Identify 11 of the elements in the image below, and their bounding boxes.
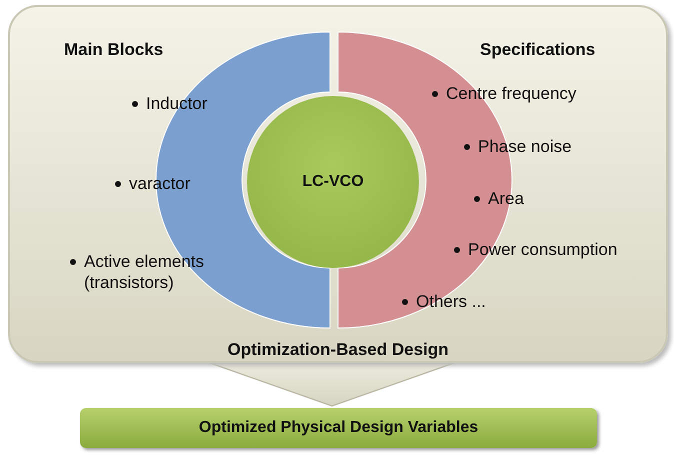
block-arrow <box>209 362 455 407</box>
column-heading: Specifications <box>480 39 596 60</box>
bullet-item: Inductor <box>132 93 208 114</box>
bullet-item: Others ... <box>402 291 486 312</box>
result-bar <box>80 408 597 448</box>
center-label: LC-VCO <box>302 173 364 191</box>
column-heading: Main Blocks <box>64 39 164 60</box>
bullet-item: Active elements (transistors) <box>70 251 254 293</box>
bullet-item: Power consumption <box>454 239 618 260</box>
bar-label: Optimized Physical Design Variables <box>198 419 478 437</box>
panel-title: Optimization-Based Design <box>226 340 450 360</box>
